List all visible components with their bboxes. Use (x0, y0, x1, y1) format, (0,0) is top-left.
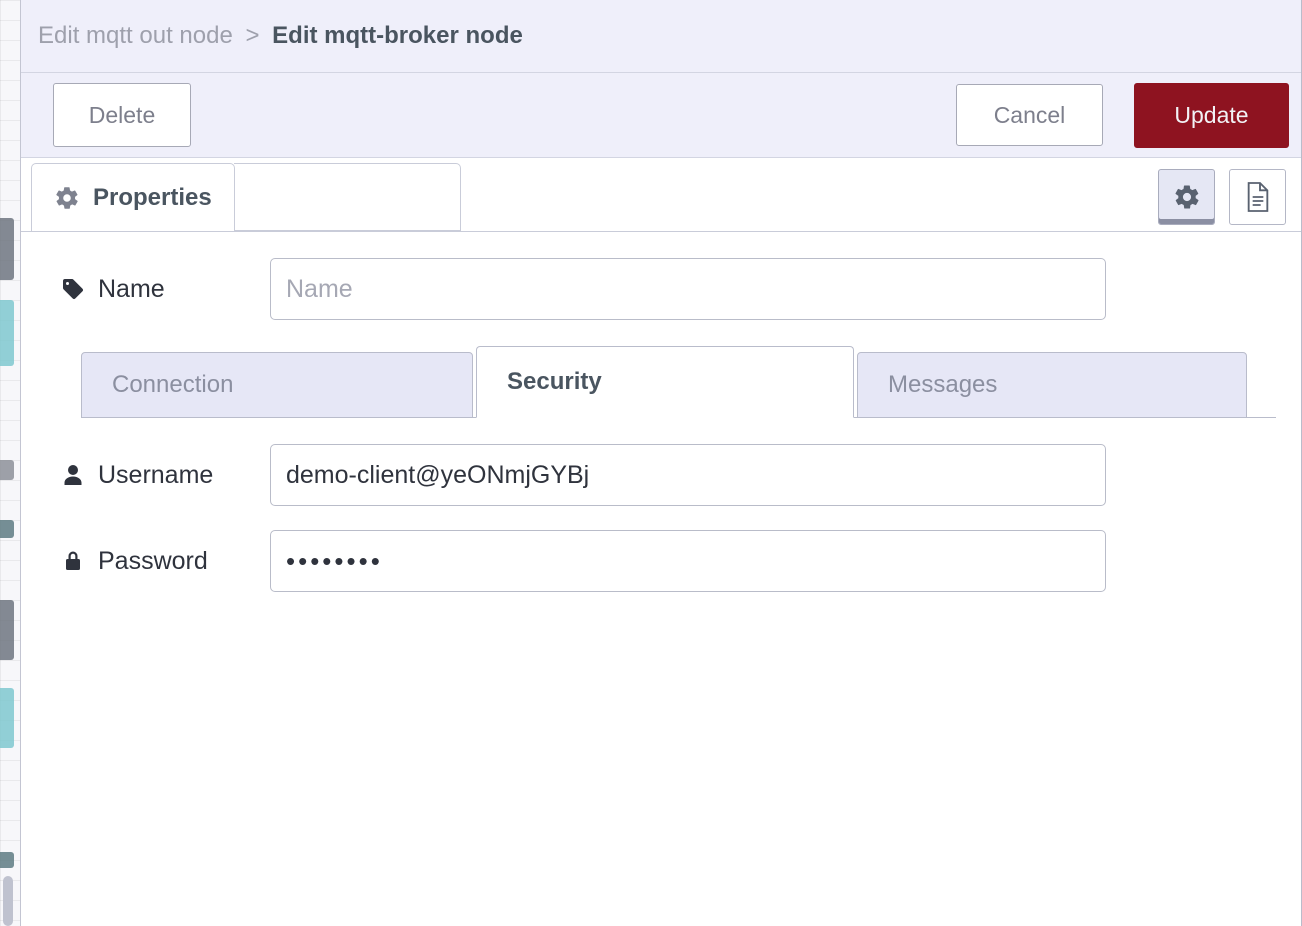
name-label: Name (60, 275, 270, 304)
canvas-node (0, 460, 14, 480)
canvas-node (0, 852, 14, 868)
breadcrumb-current: Edit mqtt-broker node (272, 22, 523, 49)
dialog-button-bar: Delete Cancel Update (21, 73, 1301, 158)
edit-node-dialog: Edit mqtt out node > Edit mqtt-broker no… (20, 0, 1302, 926)
update-button[interactable]: Update (1134, 82, 1289, 148)
properties-view-button[interactable] (1158, 169, 1215, 225)
dialog-view-toggle-group (1158, 169, 1286, 225)
name-input[interactable] (270, 258, 1106, 320)
cancel-button[interactable]: Cancel (956, 84, 1103, 146)
password-label-text: Password (98, 546, 208, 575)
subtab-connection-label: Connection (112, 371, 234, 398)
dialog-tab-strip: Properties (21, 158, 1301, 232)
form-row-name: Name (21, 258, 1301, 320)
dialog-body: Name Connection Security Messages (21, 232, 1301, 926)
canvas-scrollbar[interactable] (3, 876, 13, 926)
canvas-node (0, 218, 14, 280)
tag-icon (60, 277, 86, 301)
delete-button[interactable]: Delete (53, 83, 191, 147)
breadcrumb-parent[interactable]: Edit mqtt out node (38, 22, 233, 49)
flow-canvas-background (0, 0, 22, 926)
canvas-node (0, 300, 14, 366)
tab-properties[interactable]: Properties (31, 163, 235, 231)
password-label: Password (60, 547, 270, 576)
subtab-connection[interactable]: Connection (81, 352, 473, 418)
description-icon (1244, 181, 1272, 213)
subtab-security[interactable]: Security (476, 346, 854, 418)
form-row-password: Password •••••••• (21, 530, 1301, 592)
dialog-header: Edit mqtt out node > Edit mqtt-broker no… (21, 0, 1301, 73)
breadcrumb: Edit mqtt out node > Edit mqtt-broker no… (38, 24, 523, 48)
tab-strip-filler (233, 163, 461, 231)
subtab-security-label: Security (507, 368, 602, 395)
gear-icon (54, 185, 80, 211)
password-masked-value: •••••••• (286, 545, 383, 576)
canvas-node (0, 600, 14, 660)
tab-properties-label: Properties (93, 183, 212, 211)
username-label-text: Username (98, 460, 214, 489)
username-input[interactable] (270, 444, 1106, 506)
dialog-action-buttons: Cancel Update (956, 82, 1289, 148)
security-subtab-strip: Connection Security Messages (21, 346, 1301, 418)
description-view-button[interactable] (1229, 169, 1286, 225)
gear-icon (1173, 183, 1201, 211)
name-label-text: Name (98, 274, 165, 303)
form-row-username: Username (21, 444, 1301, 506)
user-icon (60, 463, 86, 487)
canvas-node (0, 520, 14, 538)
breadcrumb-separator: > (245, 22, 260, 49)
username-label: Username (60, 461, 270, 490)
subtab-messages[interactable]: Messages (857, 352, 1247, 418)
subtab-messages-label: Messages (888, 371, 998, 398)
canvas-node (0, 688, 14, 748)
lock-icon (60, 549, 86, 573)
password-input[interactable]: •••••••• (270, 530, 1106, 592)
